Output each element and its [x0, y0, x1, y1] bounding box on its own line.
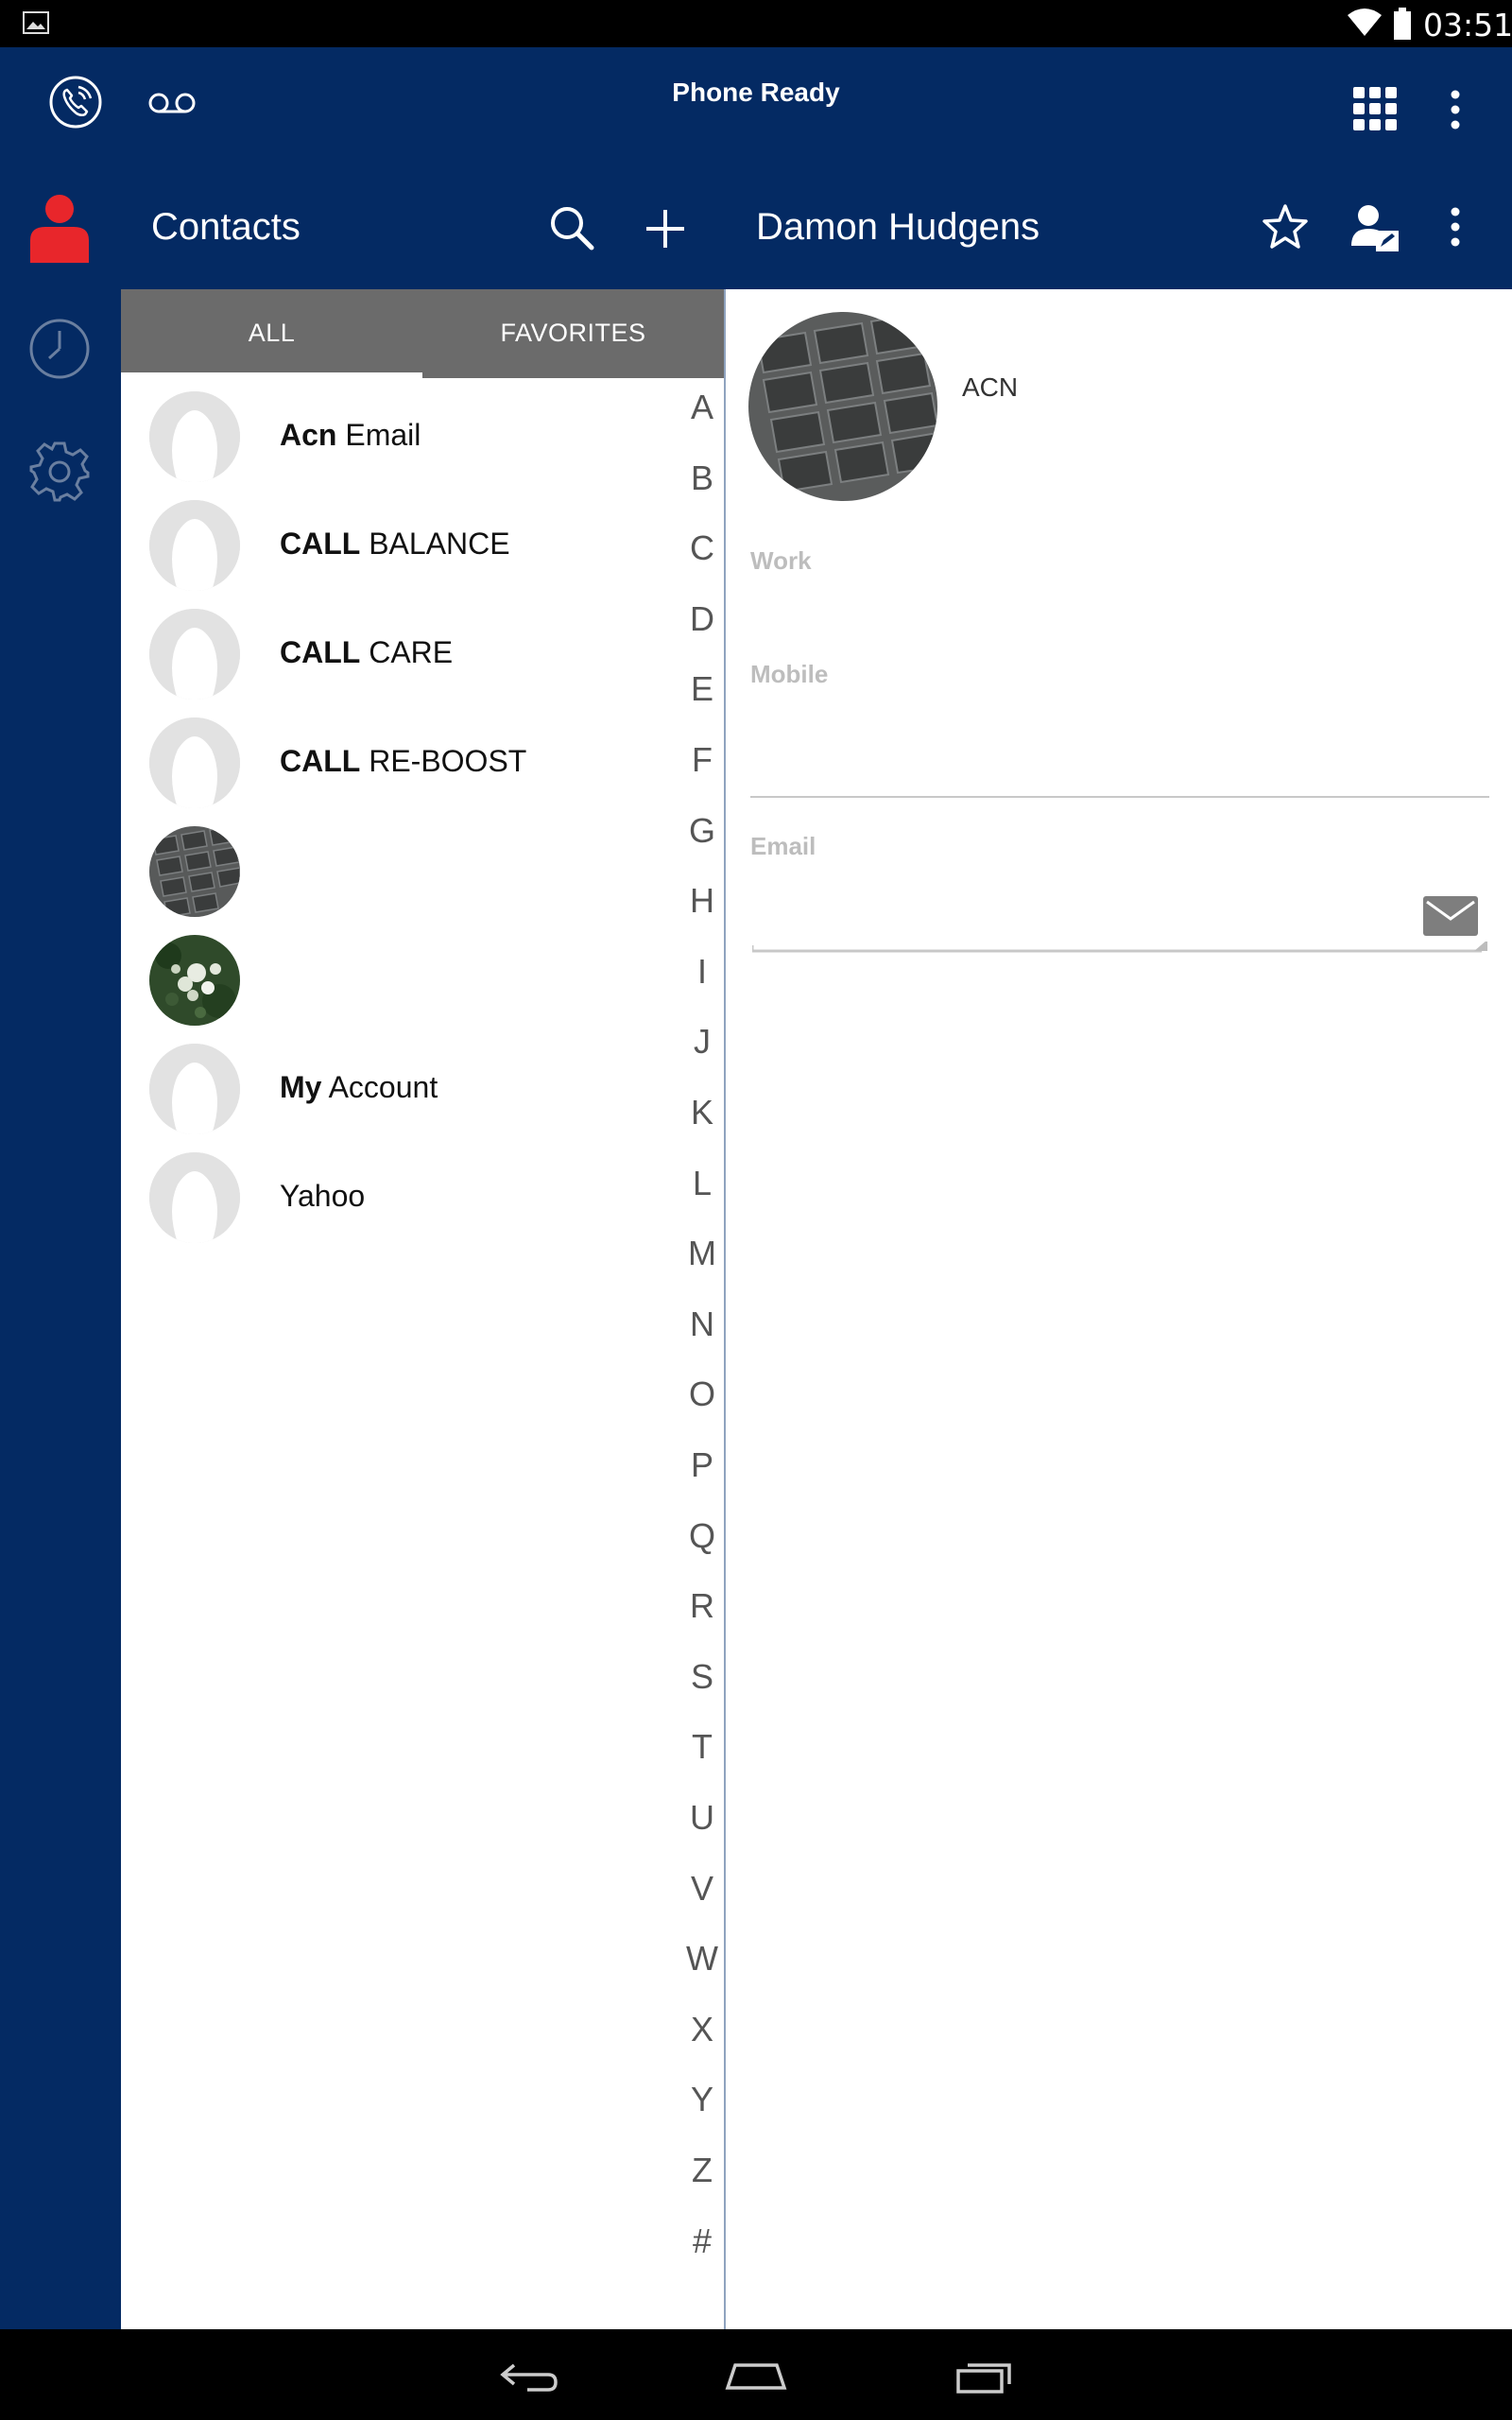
- contact-name: CALL CARE: [280, 635, 454, 669]
- contact-name: CALL RE-BOOST: [280, 744, 527, 778]
- alphabet-index-letter[interactable]: O: [688, 1374, 715, 1414]
- contact-row[interactable]: CALL RE-BOOST: [121, 708, 650, 817]
- alphabet-index-letter[interactable]: C: [690, 528, 714, 568]
- mobile-label: Mobile: [750, 660, 829, 688]
- edit-contact-icon[interactable]: [1349, 202, 1400, 253]
- envelope-icon[interactable]: [1423, 896, 1478, 936]
- alphabet-index-letter[interactable]: Z: [692, 2151, 713, 2189]
- contact-row[interactable]: Acn Email: [121, 382, 650, 491]
- work-label: Work: [750, 546, 812, 575]
- tab-all[interactable]: ALL: [121, 289, 422, 378]
- alphabet-index-letter[interactable]: P: [690, 1445, 713, 1484]
- clock: 03:51: [1423, 7, 1512, 43]
- mobile-divider: [750, 796, 1489, 798]
- back-icon[interactable]: [499, 2361, 559, 2392]
- tab-favorites[interactable]: FAVORITES: [500, 319, 646, 347]
- voicemail-icon[interactable]: [147, 91, 197, 115]
- alphabet-index-letter[interactable]: K: [690, 1093, 713, 1132]
- gallery-icon: [23, 11, 49, 34]
- contacts-icon[interactable]: [28, 193, 91, 263]
- contact-row[interactable]: My Account: [121, 1034, 650, 1143]
- alphabet-index-letter[interactable]: M: [688, 1234, 716, 1273]
- avatar: [149, 609, 240, 700]
- alphabet-index-letter[interactable]: G: [688, 810, 715, 850]
- alphabet-index-letter[interactable]: S: [690, 1656, 713, 1696]
- contact-row[interactable]: [121, 925, 650, 1034]
- alphabet-index-letter[interactable]: V: [690, 1868, 713, 1908]
- contacts-tabs: ALL FAVORITES: [121, 289, 724, 378]
- alphabet-index-letter[interactable]: N: [690, 1304, 714, 1343]
- wifi-icon: [1348, 9, 1382, 36]
- contact-name: Acn Email: [280, 418, 421, 452]
- alphabet-index-letter[interactable]: J: [694, 1022, 711, 1062]
- contact-photo[interactable]: [748, 312, 937, 501]
- add-icon[interactable]: [644, 208, 686, 250]
- avatar: [149, 500, 240, 591]
- contact-name: CALL BALANCE: [280, 527, 510, 561]
- navigation-rail: [0, 289, 121, 2329]
- alphabet-index-letter[interactable]: A: [690, 388, 713, 426]
- search-icon[interactable]: [548, 204, 595, 251]
- contact-name: Yahoo: [280, 1179, 366, 1213]
- alphabet-index-letter[interactable]: X: [690, 2009, 713, 2048]
- alphabet-index-letter[interactable]: #: [692, 2221, 713, 2260]
- avatar: [149, 826, 240, 917]
- avatar: [149, 391, 240, 482]
- battery-icon: [1394, 8, 1411, 40]
- alphabet-index-letter[interactable]: T: [692, 1727, 713, 1767]
- company-name: ACN: [962, 372, 1019, 402]
- star-icon[interactable]: [1261, 202, 1310, 251]
- avatar: [149, 717, 240, 808]
- dialpad-icon[interactable]: [1353, 87, 1397, 130]
- alphabet-index-letter[interactable]: U: [690, 1798, 714, 1837]
- contact-row[interactable]: Yahoo: [121, 1143, 650, 1252]
- alphabet-index-letter[interactable]: Q: [688, 1515, 715, 1555]
- overflow-menu-icon[interactable]: [1446, 89, 1465, 130]
- contact-name: My Account: [280, 1070, 438, 1104]
- overflow-menu-icon[interactable]: [1446, 206, 1465, 248]
- phone-status: Phone Ready: [672, 78, 840, 107]
- contacts-title: Contacts: [151, 206, 301, 248]
- top-app-bar: Phone Ready Contacts Damon Hudgens: [0, 47, 1512, 289]
- system-nav-bar: [0, 2329, 1512, 2420]
- alphabet-index-letter[interactable]: I: [696, 951, 707, 991]
- contact-name-title: Damon Hudgens: [756, 206, 1040, 248]
- avatar: [149, 1044, 240, 1134]
- alphabet-index-letter[interactable]: Y: [690, 2080, 713, 2119]
- contact-row[interactable]: CALL BALANCE: [121, 491, 650, 599]
- alphabet-index-letter[interactable]: E: [690, 669, 713, 709]
- contact-row[interactable]: [121, 817, 650, 925]
- avatar: [149, 935, 240, 1026]
- alphabet-index-letter[interactable]: F: [692, 740, 713, 779]
- status-bar: 03:51: [0, 0, 1512, 47]
- alphabet-index-letter[interactable]: D: [690, 598, 714, 638]
- contact-detail-panel: ACN Work Mobile Email: [728, 289, 1512, 2329]
- recents-icon[interactable]: [954, 2360, 1015, 2394]
- alphabet-index-letter[interactable]: W: [686, 1939, 718, 1979]
- avatar: [149, 1152, 240, 1243]
- email-field-underline[interactable]: [752, 942, 1489, 959]
- history-icon[interactable]: [28, 318, 91, 380]
- phone-icon[interactable]: [47, 74, 104, 130]
- alphabet-index-letter[interactable]: B: [690, 458, 713, 497]
- email-label: Email: [750, 832, 816, 860]
- alphabet-index-letter[interactable]: L: [692, 1163, 713, 1202]
- contact-row[interactable]: CALL CARE: [121, 599, 650, 708]
- settings-icon[interactable]: [28, 441, 91, 503]
- alphabet-index-letter[interactable]: R: [690, 1586, 714, 1626]
- home-icon[interactable]: [724, 2363, 788, 2390]
- alphabet-index-letter[interactable]: H: [690, 881, 714, 921]
